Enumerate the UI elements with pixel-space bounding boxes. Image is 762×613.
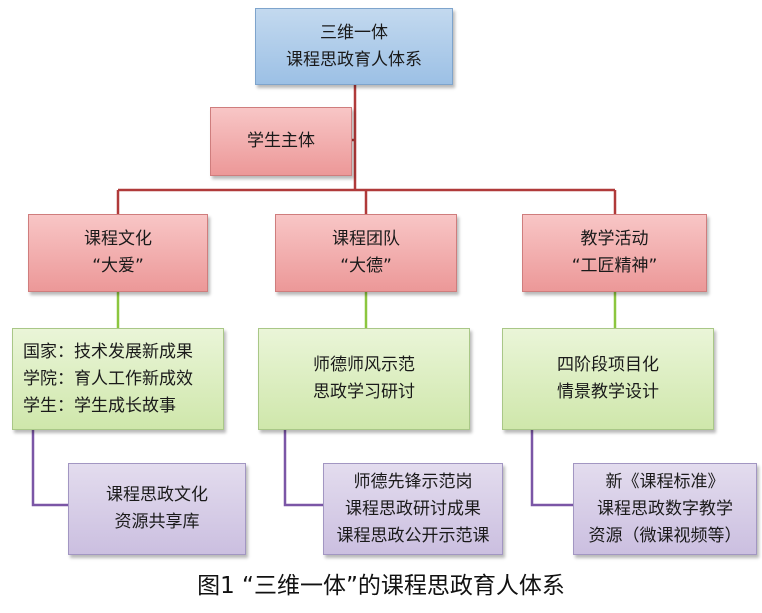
team-subtitle: “大德” [340,256,392,276]
culture-box: 课程文化 “大爱” [28,214,208,292]
purple-team [283,430,323,507]
team-title: 课程团队 [332,229,400,249]
student-subject-box: 学生主体 [210,107,352,176]
teaching-resource-line: 课程思政数字教学 [597,498,733,519]
root-line2: 课程思政育人体系 [286,49,422,70]
culture-subtitle: “大爱” [92,256,144,276]
purple-connectors [31,430,573,507]
student-subject-label: 学生主体 [247,131,315,151]
teaching-title: 教学活动 [580,229,649,249]
teaching-resource-line: 新《课程标准》 [605,471,725,492]
purple-teaching [530,430,573,507]
team-content-line: 师德师风示范 [313,355,415,375]
culture-content-line: 学院：育人工作新成效 [23,368,193,389]
teaching-box: 教学活动 “工匠精神” [522,214,707,292]
culture-content-line: 学生：学生成长故事 [23,395,176,416]
figure-caption: 图1 “三维一体”的课程思政育人体系 [197,573,565,599]
team-resource-line: 课程思政研讨成果 [345,498,481,519]
culture-resource-line: 课程思政文化 [106,485,208,505]
culture-content-line: 国家：技术发展新成果 [23,341,193,362]
purple-culture [31,430,68,507]
root-line1: 三维一体 [320,22,388,43]
red-connectors [116,84,617,214]
culture-content-box: 国家：技术发展新成果 学院：育人工作新成效 学生：学生成长故事 [12,328,224,430]
teaching-content-line: 情景教学设计 [557,382,659,402]
culture-resource-box: 课程思政文化 资源共享库 [68,463,246,555]
culture-title: 课程文化 [84,229,152,249]
team-content-line: 思政学习研讨 [313,382,415,402]
teaching-subtitle: “工匠精神” [571,256,658,276]
team-content-box: 师德师风示范 思政学习研讨 [258,328,470,430]
teaching-resource-box: 新《课程标准》 课程思政数字教学 资源（微课视频等） [573,463,757,555]
team-resource-box: 师德先锋示范岗 课程思政研讨成果 课程思政公开示范课 [323,463,503,555]
team-resource-line: 师德先锋示范岗 [353,471,473,492]
culture-resource-line: 资源共享库 [114,512,200,532]
teaching-content-box: 四阶段项目化 情景教学设计 [502,328,714,430]
teaching-content-line: 四阶段项目化 [557,355,659,375]
green-connectors [116,292,617,328]
team-box: 课程团队 “大德” [275,214,457,292]
root-box: 三维一体 课程思政育人体系 [255,8,453,85]
team-resource-line: 课程思政公开示范课 [336,525,490,546]
teaching-resource-line: 资源（微课视频等） [588,525,742,546]
